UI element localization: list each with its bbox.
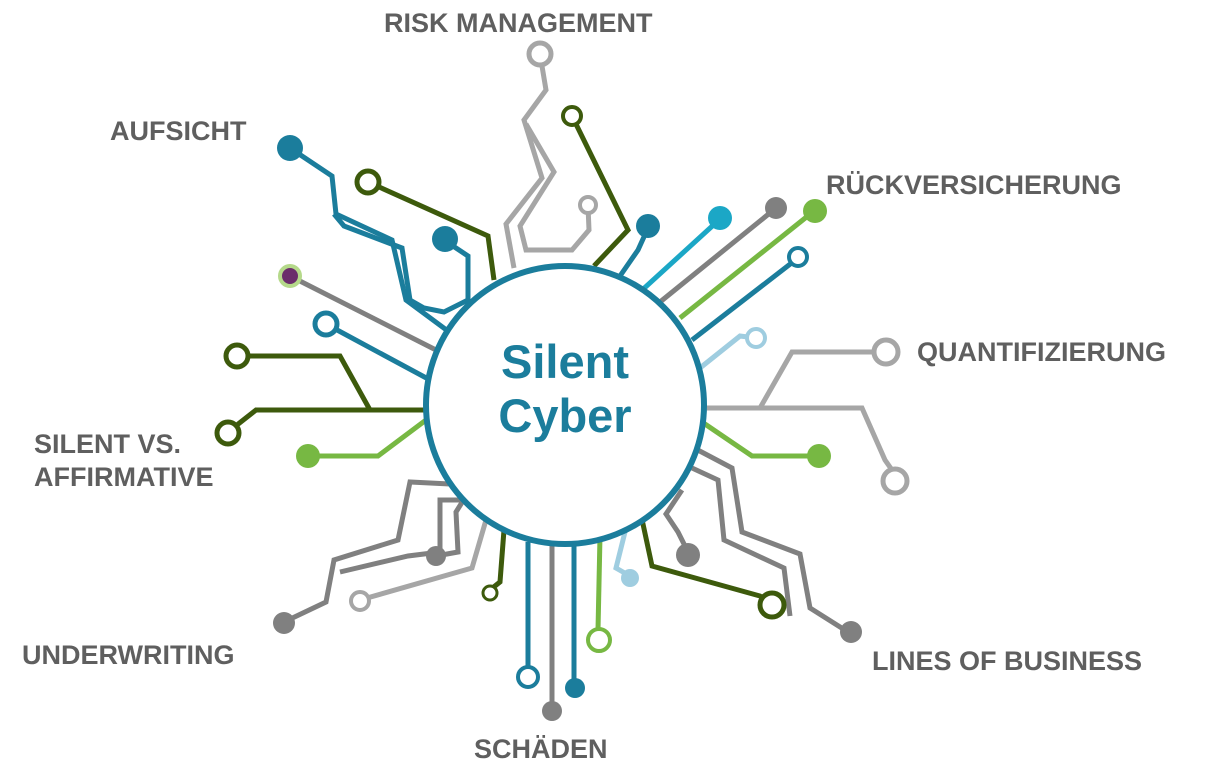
hub-title-line1: Silent (501, 335, 629, 388)
trace-bottom-green (595, 535, 603, 631)
trace-ll-gray-loop (435, 494, 469, 559)
label-quantifizierung: QUANTIFIZIERUNG (917, 337, 1166, 367)
node-ur-cyan (708, 206, 732, 230)
label-lines-of-business: LINES OF BUSINESS (872, 646, 1143, 676)
node-left-green (296, 444, 320, 468)
node-lr-lightblue (621, 569, 639, 587)
node-rueckversicherung (803, 199, 827, 223)
node-ll-gray-loop (426, 546, 446, 566)
trace-ul-teal-inner (332, 212, 471, 315)
node-ul-darkgreen (354, 168, 382, 196)
label-risk-management: RISK MANAGEMENT (384, 8, 653, 38)
node-bottom-darkgreen (481, 584, 499, 602)
node-aufsicht (277, 135, 303, 161)
node-right-green (807, 444, 831, 468)
trace-right-green (700, 419, 818, 459)
trace-risk-management (503, 53, 549, 269)
trace-underwriting (282, 479, 451, 625)
label-aufsicht: AUFSICHT (110, 116, 247, 146)
node-ul-teal-inner (432, 226, 458, 252)
node-left-gray-purple (278, 264, 302, 288)
node-right-gray (880, 466, 910, 496)
trace-lr-green (637, 509, 774, 607)
node-lr-gray-loop (676, 543, 700, 567)
node-risk-management (526, 40, 554, 68)
trace-rueckversicherung (678, 209, 816, 320)
node-bottom-teal-left (516, 665, 540, 689)
node-bottom-green (586, 627, 612, 653)
trace-quantifizierung (757, 349, 885, 410)
node-schaeden (542, 701, 562, 721)
trace-top-green (570, 116, 632, 268)
node-ur-teal (787, 246, 809, 268)
trace-ur-teal (690, 256, 800, 342)
node-lr-green (757, 590, 787, 620)
node-silent-vs-affirmative (214, 419, 242, 447)
node-ur-lightblue (745, 327, 767, 349)
node-bottom-teal-right (565, 678, 585, 698)
node-ur-gray (765, 197, 787, 219)
node-left-darkgreen-upper (223, 342, 251, 370)
node-left-teal (312, 310, 340, 338)
node-ll-lightgray (349, 590, 371, 612)
hub-title: Silent Cyber (433, 335, 697, 443)
trace-ur-gray (658, 206, 778, 304)
node-top-teal (636, 214, 660, 238)
trace-right-gray (704, 405, 895, 472)
node-lines-of-business (840, 621, 862, 643)
label-affirmative-line2: AFFIRMATIVE (34, 461, 214, 492)
hub-circle (423, 263, 707, 547)
node-quantifizierung (871, 337, 901, 367)
trace-ur-cyan (638, 217, 722, 294)
trace-left-darkgreen-upper (238, 353, 373, 412)
node-underwriting (273, 612, 295, 634)
trace-lr-gray-inner (692, 445, 850, 635)
trace-bottom-darkgreen (488, 529, 507, 592)
node-top-green (561, 105, 583, 127)
trace-ul-darkgreen (366, 179, 497, 281)
node-top-inner-gray (578, 195, 598, 215)
trace-ll-lightgray (359, 519, 489, 603)
label-silent-vs-affirmative: SILENT VS. AFFIRMATIVE (34, 428, 234, 494)
label-rueckversicherung: RÜCKVERSICHERUNG (826, 170, 1122, 200)
trace-lines-of-business (690, 465, 793, 617)
trace-left-gray (288, 273, 438, 353)
trace-aufsicht (288, 145, 462, 343)
hub-title-line2: Cyber (498, 389, 632, 443)
terminal-nodes (214, 40, 910, 721)
trace-top-inner-gray (517, 122, 592, 253)
trace-left-green (308, 418, 428, 459)
trace-lr-gray-loop (662, 488, 691, 554)
label-underwriting: UNDERWRITING (22, 640, 235, 670)
label-silent-vs-line1: SILENT VS. (34, 429, 182, 459)
trace-left-teal (324, 321, 432, 383)
label-schaeden: SCHÄDEN (474, 734, 608, 764)
trace-silent-vs-affirmative (226, 407, 426, 434)
